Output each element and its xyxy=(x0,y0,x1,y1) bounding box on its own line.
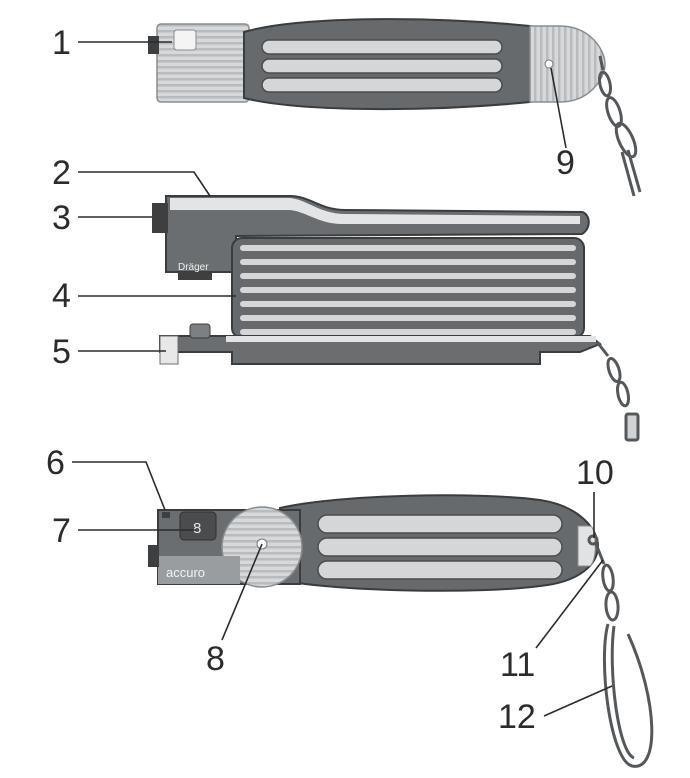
callout-10: 10 xyxy=(576,454,614,492)
leader-9 xyxy=(550,67,567,149)
callout-numbers: 1 2 3 4 5 6 7 8 9 10 11 12 xyxy=(46,24,614,736)
leader-8 xyxy=(221,543,263,641)
leader-12 xyxy=(543,685,613,717)
leader-6 xyxy=(72,461,166,511)
callout-6: 6 xyxy=(46,444,65,482)
top-view xyxy=(148,18,642,197)
leader-2 xyxy=(78,171,211,197)
callout-8: 8 xyxy=(206,640,225,678)
callout-11: 11 xyxy=(500,646,535,684)
side-view-chain xyxy=(595,341,640,442)
side-view-bottom-knob xyxy=(189,323,211,339)
callout-5: 5 xyxy=(52,333,71,371)
callout-2: 2 xyxy=(52,154,71,192)
top-view-groove xyxy=(261,58,503,74)
side-view-bottom-highlight xyxy=(226,336,596,342)
bottom-view-end-cap xyxy=(577,525,596,567)
callout-12: 12 xyxy=(498,698,536,736)
callout-9: 9 xyxy=(556,144,575,182)
top-view-groove xyxy=(261,77,503,93)
bottom-view: accuro 8 xyxy=(148,494,654,768)
top-view-groove xyxy=(261,39,503,55)
bottom-view-label-band xyxy=(158,556,240,584)
side-view-top-plate xyxy=(165,195,590,273)
side-view-outlet xyxy=(159,335,179,365)
top-view-inlet xyxy=(148,36,159,54)
bottom-view-groove xyxy=(317,537,563,557)
side-view-connector xyxy=(178,272,212,280)
bottom-view-groove xyxy=(317,514,563,534)
side-view-top-highlight xyxy=(170,198,580,224)
side-view: Dräger xyxy=(152,195,640,442)
side-view-maker-label: Dräger xyxy=(178,262,209,273)
top-view-chain xyxy=(598,55,642,197)
bottom-view-counter xyxy=(179,511,217,541)
bellows xyxy=(231,237,585,339)
callout-4: 4 xyxy=(52,277,71,315)
top-view-end-cap xyxy=(529,25,606,103)
bottom-view-inlet xyxy=(148,545,159,567)
top-view-screw xyxy=(544,59,554,69)
top-view-head xyxy=(156,23,250,103)
callout-7: 7 xyxy=(52,512,71,550)
bottom-view-counter-digit: 8 xyxy=(193,520,201,537)
top-view-valve-cap xyxy=(173,29,197,51)
side-view-valve xyxy=(152,203,168,233)
leader-lines xyxy=(72,41,613,717)
callout-3: 3 xyxy=(52,199,71,237)
bottom-view-indicator xyxy=(162,512,170,518)
bottom-view-brand-label: accuro xyxy=(166,565,205,580)
leader-11 xyxy=(535,559,604,649)
callout-1: 1 xyxy=(52,24,71,62)
bottom-view-groove xyxy=(317,560,563,580)
bottom-view-chain xyxy=(587,534,654,768)
